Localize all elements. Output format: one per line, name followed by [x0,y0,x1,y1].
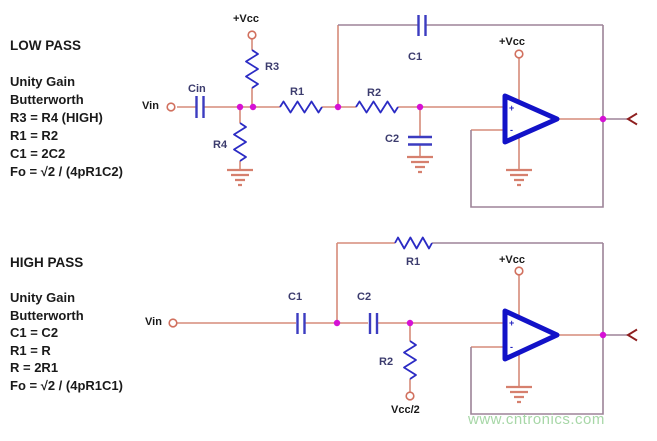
low-pass-title: LOW PASS [10,38,82,53]
note-line: R = 2R1 [10,360,59,375]
junction-node [406,319,414,327]
junction-node [334,103,342,111]
output-node [599,331,607,339]
vin-label: Vin [145,316,162,328]
note-line: Butterworth [10,307,84,323]
vcc-terminal [514,266,524,276]
c2-label: C2 [385,133,400,145]
opamp-triangle [502,308,560,362]
capacitor-c2 [368,313,379,334]
capacitor-c1 [417,15,427,36]
wire [177,25,603,170]
c1-label: C1 [288,291,303,303]
opamp-plus-input: + [509,103,514,113]
ground-icon [407,155,433,174]
high-pass-title: HIGH PASS [10,255,84,270]
output-pin-icon [626,112,638,126]
r2-label: R2 [379,356,394,368]
resistor-r1 [279,100,323,114]
vcc-terminal [247,30,257,40]
output-node [599,115,607,123]
note-line: C1 = 2C2 [10,146,66,161]
feedback-wire [338,24,629,208]
opamp-minus-input: - [510,125,513,135]
vcc-terminal [514,49,524,59]
vin-terminal [168,318,178,328]
note-line: R1 = R [10,342,51,358]
vin-label: Vin [142,100,159,112]
c2-label: C2 [357,291,372,303]
wire [177,242,603,392]
vcc-label: +Vcc [233,13,259,25]
junction-node [416,103,424,111]
ground-icon [506,168,532,187]
note-line: Unity Gain [10,74,76,89]
note-line: Butterworth [10,92,84,107]
high-pass-circuit: + - [168,236,638,415]
resistor-r1 [394,236,433,250]
note-line: C1 = C2 [10,325,59,340]
junction-node [249,103,257,111]
vcc-label: +Vcc [499,36,525,48]
junction-node [236,103,244,111]
vin-terminal [166,102,176,112]
cin-label: Cin [188,83,206,95]
resistor-r3 [245,49,259,89]
resistor-r4 [233,122,247,162]
capacitor-cin [195,96,205,118]
capacitor-c1 [296,313,306,334]
low-pass-circuit: + - [166,15,638,208]
note-line: Fo = √2 / (4pR1C1) [10,377,123,393]
note-line: R3 = R4 (HIGH) [10,110,103,125]
capacitor-c2 [408,135,432,146]
c1-label: C1 [408,51,423,63]
ground-icon [227,168,253,187]
note-line: R1 = R2 [10,128,59,143]
r4-label: R4 [213,139,228,151]
feedback-wire [432,242,629,415]
vcc-half-terminal [405,391,415,401]
resistor-r2 [355,100,399,114]
r1-label: R1 [290,86,305,98]
opamp-triangle [502,93,560,145]
resistor-r2 [403,340,417,380]
opamp-plus-input: + [509,318,514,328]
note-line: Fo = √2 / (4pR1C2) [10,164,123,179]
vcc-half-label: Vcc/2 [391,404,420,416]
watermark: www.cntronics.com [468,411,605,428]
ground-icon [506,385,532,404]
low-pass-notes: Unity Gain Butterworth R3 = R4 (HIGH) R1… [10,73,123,181]
junction-node [333,319,341,327]
high-pass-notes: Unity Gain Butterworth C1 = C2 R1 = R R … [10,289,123,394]
note-line: Unity Gain [10,290,76,305]
output-pin-icon [626,328,638,342]
r3-label: R3 [265,61,280,73]
vcc-label: +Vcc [499,254,525,266]
opamp-minus-input: - [510,342,513,352]
r2-label: R2 [367,87,382,99]
r1-label: R1 [406,256,421,268]
